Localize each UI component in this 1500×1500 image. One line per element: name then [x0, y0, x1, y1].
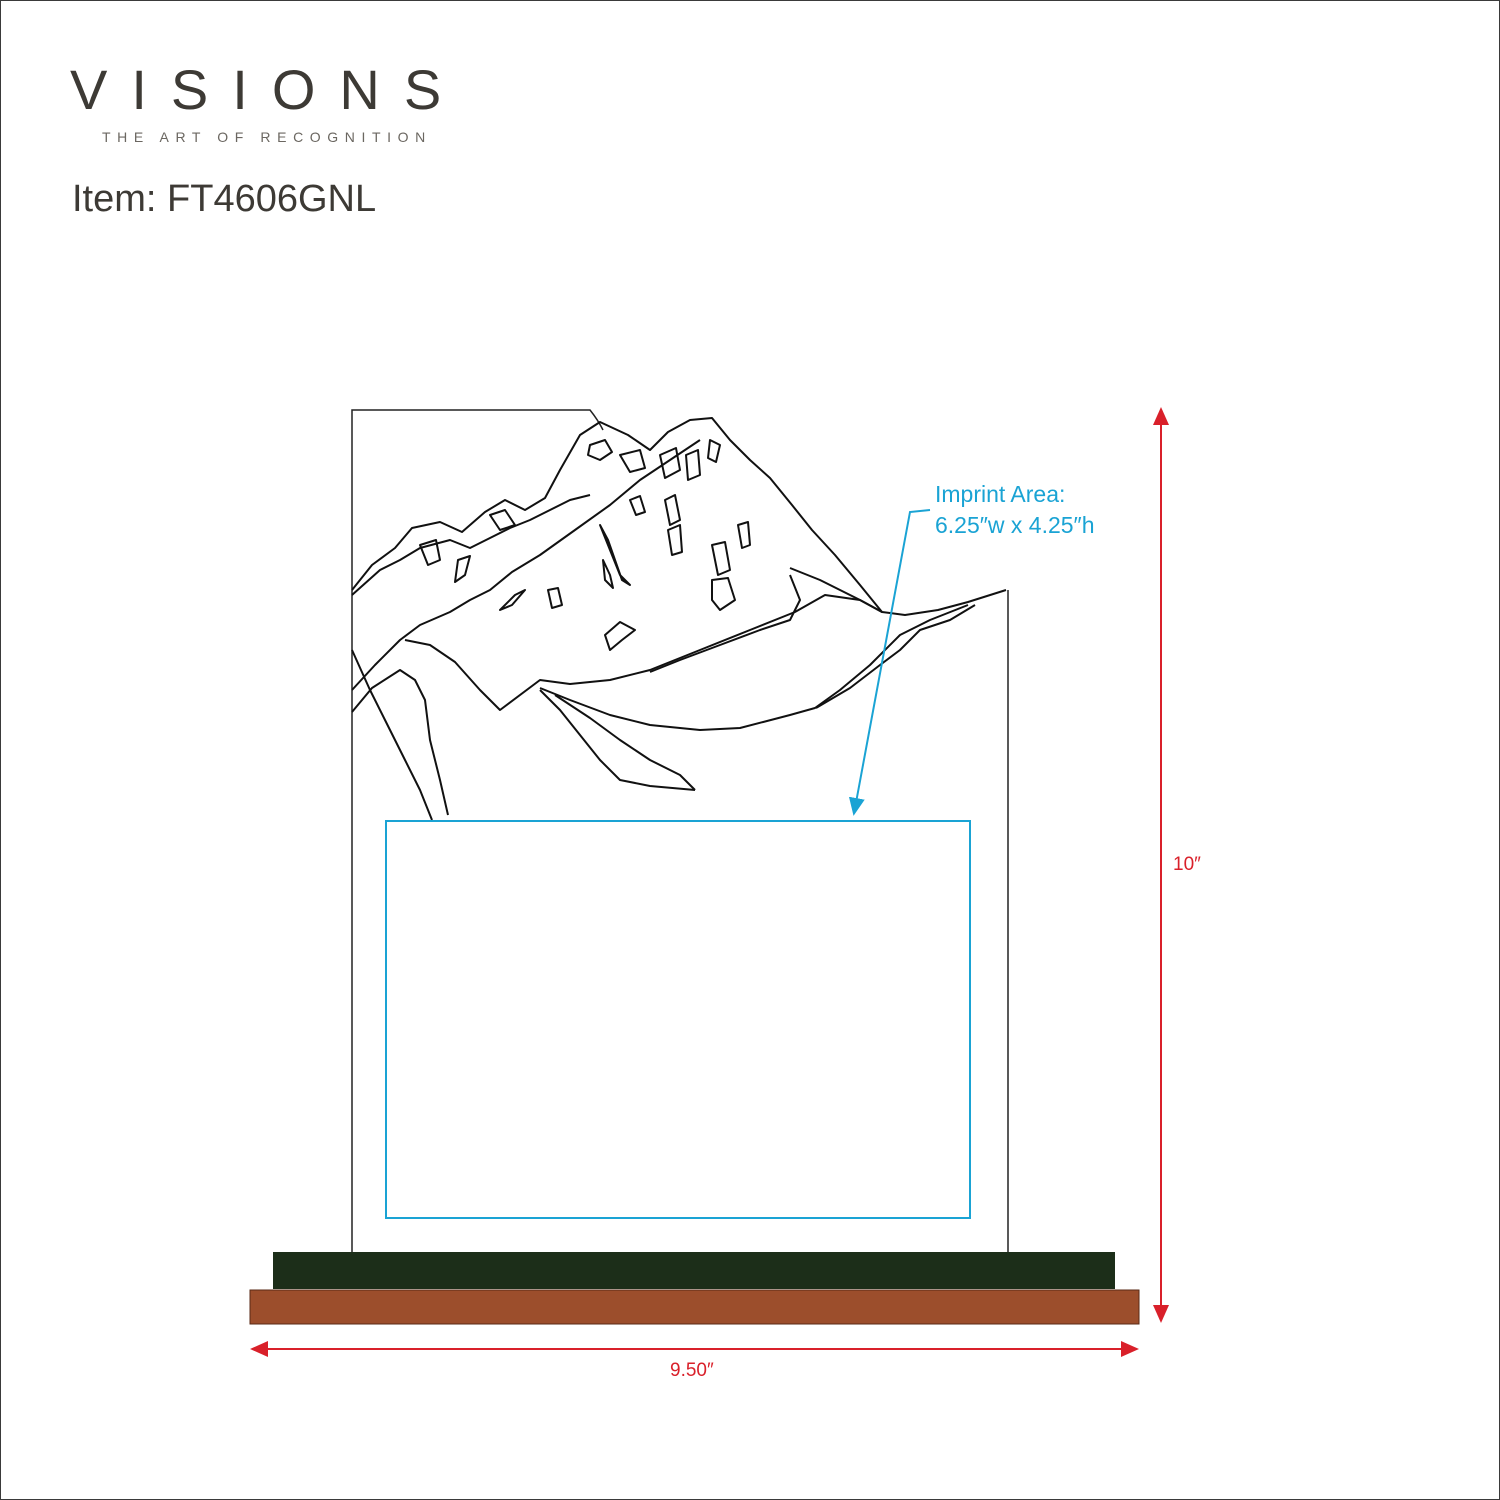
award-panel-outline	[351, 409, 1009, 1252]
imprint-label-line2: 6.25″w x 4.25″h	[935, 512, 1095, 538]
imprint-label-line1: Imprint Area:	[935, 481, 1065, 507]
base-bottom-layer	[249, 1289, 1140, 1325]
width-dimension-label: 9.50″	[670, 1360, 714, 1381]
base-top-layer	[273, 1252, 1115, 1289]
imprint-area-box	[385, 820, 971, 1219]
height-dimension-label: 10″	[1173, 854, 1201, 875]
mountain-line-art-icon	[351, 417, 1007, 821]
brand-tagline: THE ART OF RECOGNITION	[102, 129, 432, 145]
brand-wordmark: VISIONS	[70, 58, 466, 121]
item-title: Item: FT4606GNL	[72, 178, 377, 220]
imprint-leader-line	[848, 509, 931, 816]
